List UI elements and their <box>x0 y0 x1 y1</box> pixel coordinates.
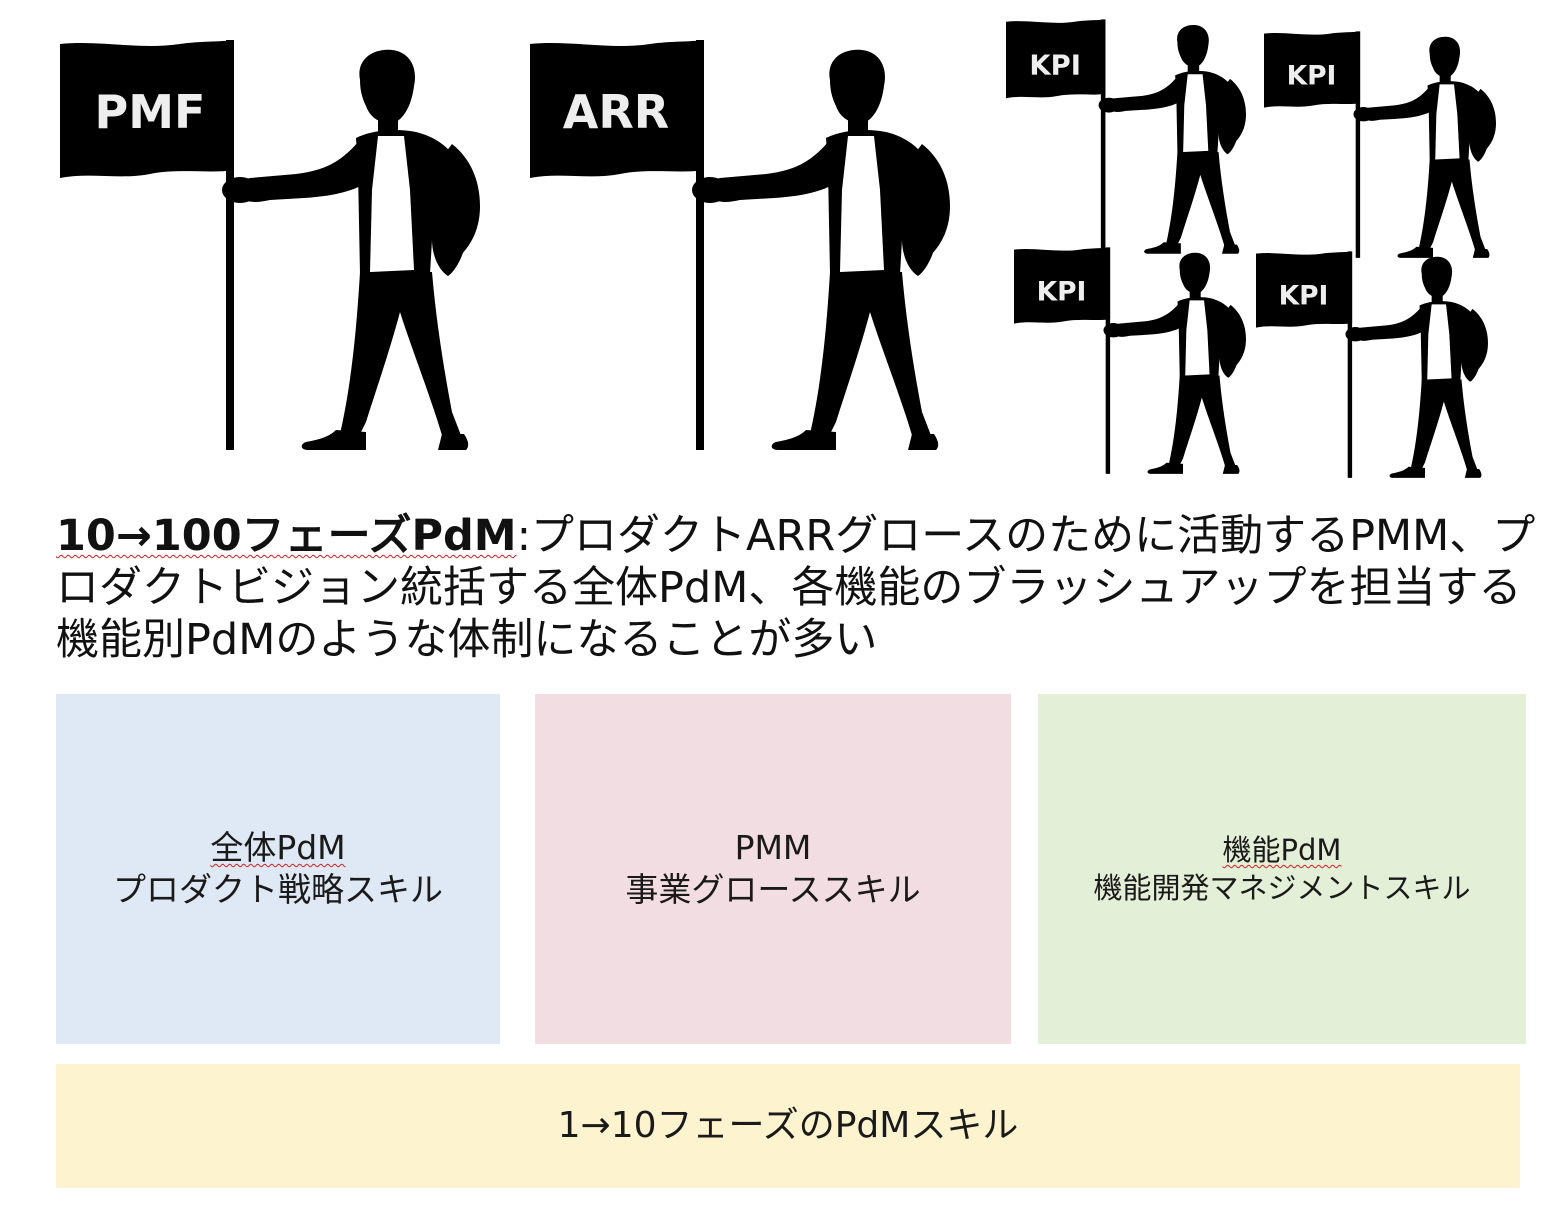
figure-kpi-3: KPI <box>1014 247 1246 474</box>
description-lead: 10→100フェーズPdM <box>56 511 517 561</box>
box-overall-pdm: 全体PdM プロダクト戦略スキル <box>56 694 500 1044</box>
description-body: :プロダクトARRグロースのために活動するPMM、プロダクトビジョン統括する全体… <box>56 511 1536 665</box>
figure-arr: ARR <box>530 40 950 450</box>
box-subtitle: 事業グローススキル <box>625 870 921 909</box>
figure-pmf: PMF <box>60 40 480 450</box>
box-pmm: PMM 事業グローススキル <box>535 694 1011 1044</box>
flag-label: ARR <box>563 85 669 139</box>
flag-label: KPI <box>1279 280 1329 311</box>
base-label: 1→10フェーズのPdMスキル <box>557 1105 1019 1146</box>
box-subtitle: 機能開発マネジメントスキル <box>1093 871 1471 905</box>
box-title: PMM <box>734 828 812 867</box>
figure-kpi-2: KPI <box>1264 31 1496 258</box>
description-text: 10→100フェーズPdM:プロダクトARRグロースのために活動するPMM、プロ… <box>56 510 1546 666</box>
flag-label: KPI <box>1287 60 1337 91</box>
box-feature-pdm: 機能PdM 機能開発マネジメントスキル <box>1038 694 1526 1044</box>
box-subtitle: プロダクト戦略スキル <box>113 870 443 909</box>
flag-label: PMF <box>95 85 206 139</box>
box-title: 機能PdM <box>1222 833 1342 867</box>
flag-label: KPI <box>1037 276 1087 307</box>
figure-kpi-4: KPI <box>1256 251 1488 478</box>
base-skill-bar: 1→10フェーズのPdMスキル <box>56 1064 1520 1188</box>
flag-label: KPI <box>1029 50 1081 81</box>
box-title: 全体PdM <box>210 828 346 867</box>
figure-kpi-1: KPI <box>1006 19 1246 254</box>
